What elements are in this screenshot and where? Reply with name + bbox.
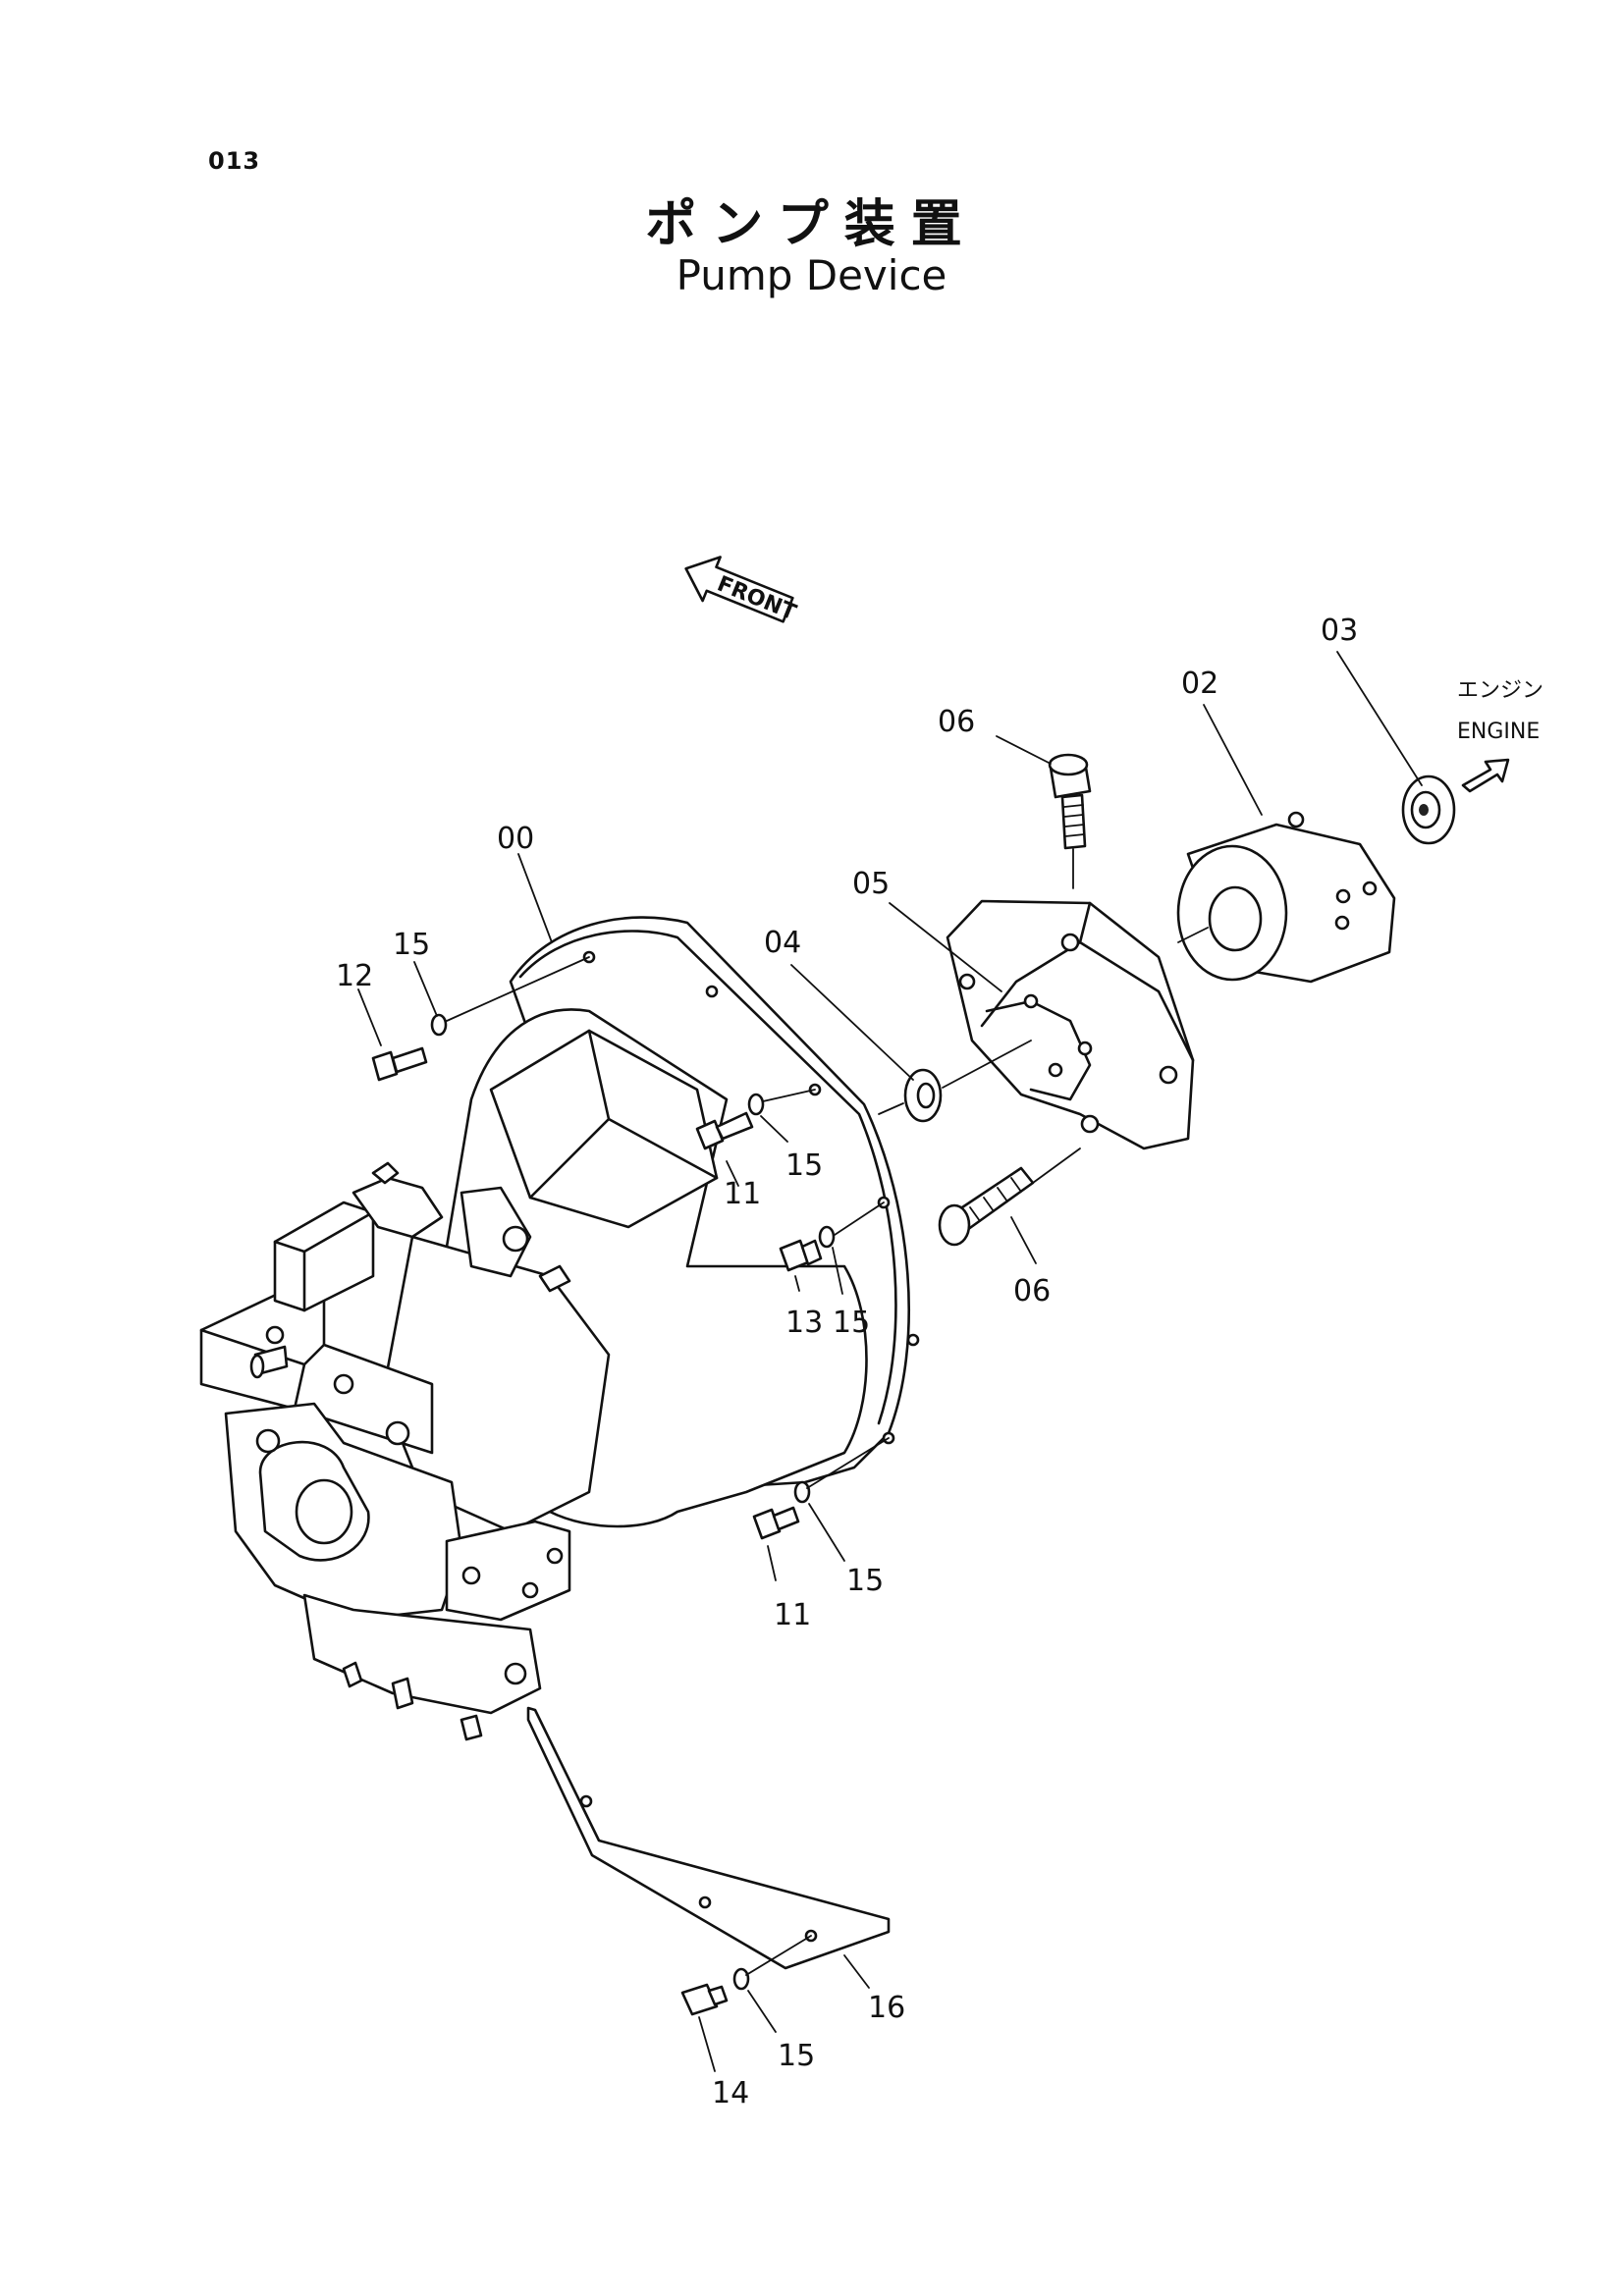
front-label: FRONT — [714, 572, 799, 626]
socket-bolt-06-upper — [1048, 753, 1092, 850]
callout-15-e: 15 — [778, 2039, 815, 2073]
page-code: 013 — [208, 147, 261, 175]
washer-15-b — [747, 1093, 765, 1116]
callout-11-upper: 11 — [724, 1177, 761, 1211]
bolt-13 — [779, 1239, 823, 1272]
callout-15-d: 15 — [846, 1564, 884, 1598]
seal-03 — [1401, 774, 1456, 845]
front-arrow: FRONT — [684, 556, 799, 626]
bolt-14 — [680, 1983, 729, 2016]
bolt-12 — [371, 1046, 428, 1082]
callout-03: 03 — [1321, 614, 1358, 648]
socket-bolt-06-lower — [938, 1166, 1035, 1247]
callout-11-lower: 11 — [774, 1598, 811, 1632]
callout-14: 14 — [712, 2076, 749, 2110]
washer-15-c — [818, 1225, 836, 1249]
bolt-11-upper — [695, 1111, 754, 1150]
flywheel-coupling — [1176, 811, 1396, 984]
washer-15-e — [732, 1967, 750, 1991]
callout-15-b: 15 — [785, 1148, 823, 1183]
callout-05: 05 — [852, 867, 890, 901]
engine-arrow — [1461, 758, 1510, 793]
callout-15-a: 15 — [393, 928, 430, 962]
callout-02: 02 — [1181, 667, 1218, 701]
bushing-04 — [903, 1068, 943, 1123]
callout-06-upper: 06 — [938, 705, 975, 739]
pump-assembly — [199, 916, 920, 1741]
callout-06-lower: 06 — [1013, 1274, 1051, 1308]
title-english: Pump Device — [676, 251, 947, 299]
bolt-11-lower — [752, 1506, 800, 1540]
callout-12: 12 — [336, 959, 373, 993]
washer-15-d — [793, 1480, 811, 1504]
cover-plate-16 — [526, 1706, 891, 1970]
leader-lines — [357, 651, 1423, 2072]
engine-label-jp: エンジン — [1457, 678, 1543, 703]
title-japanese: ポンプ装置 — [645, 195, 978, 254]
coupling-hub — [946, 899, 1195, 1150]
washer-15-a — [430, 1013, 448, 1037]
engine-label-en: ENGINE — [1457, 720, 1540, 744]
callout-15-c: 15 — [833, 1306, 870, 1340]
callout-00: 00 — [497, 822, 534, 856]
callout-labels: 00 02 03 04 05 06 06 11 11 12 13 14 15 1… — [336, 614, 1358, 2110]
callout-16: 16 — [868, 1991, 905, 2025]
callout-13: 13 — [785, 1306, 823, 1340]
callout-04: 04 — [764, 926, 801, 960]
